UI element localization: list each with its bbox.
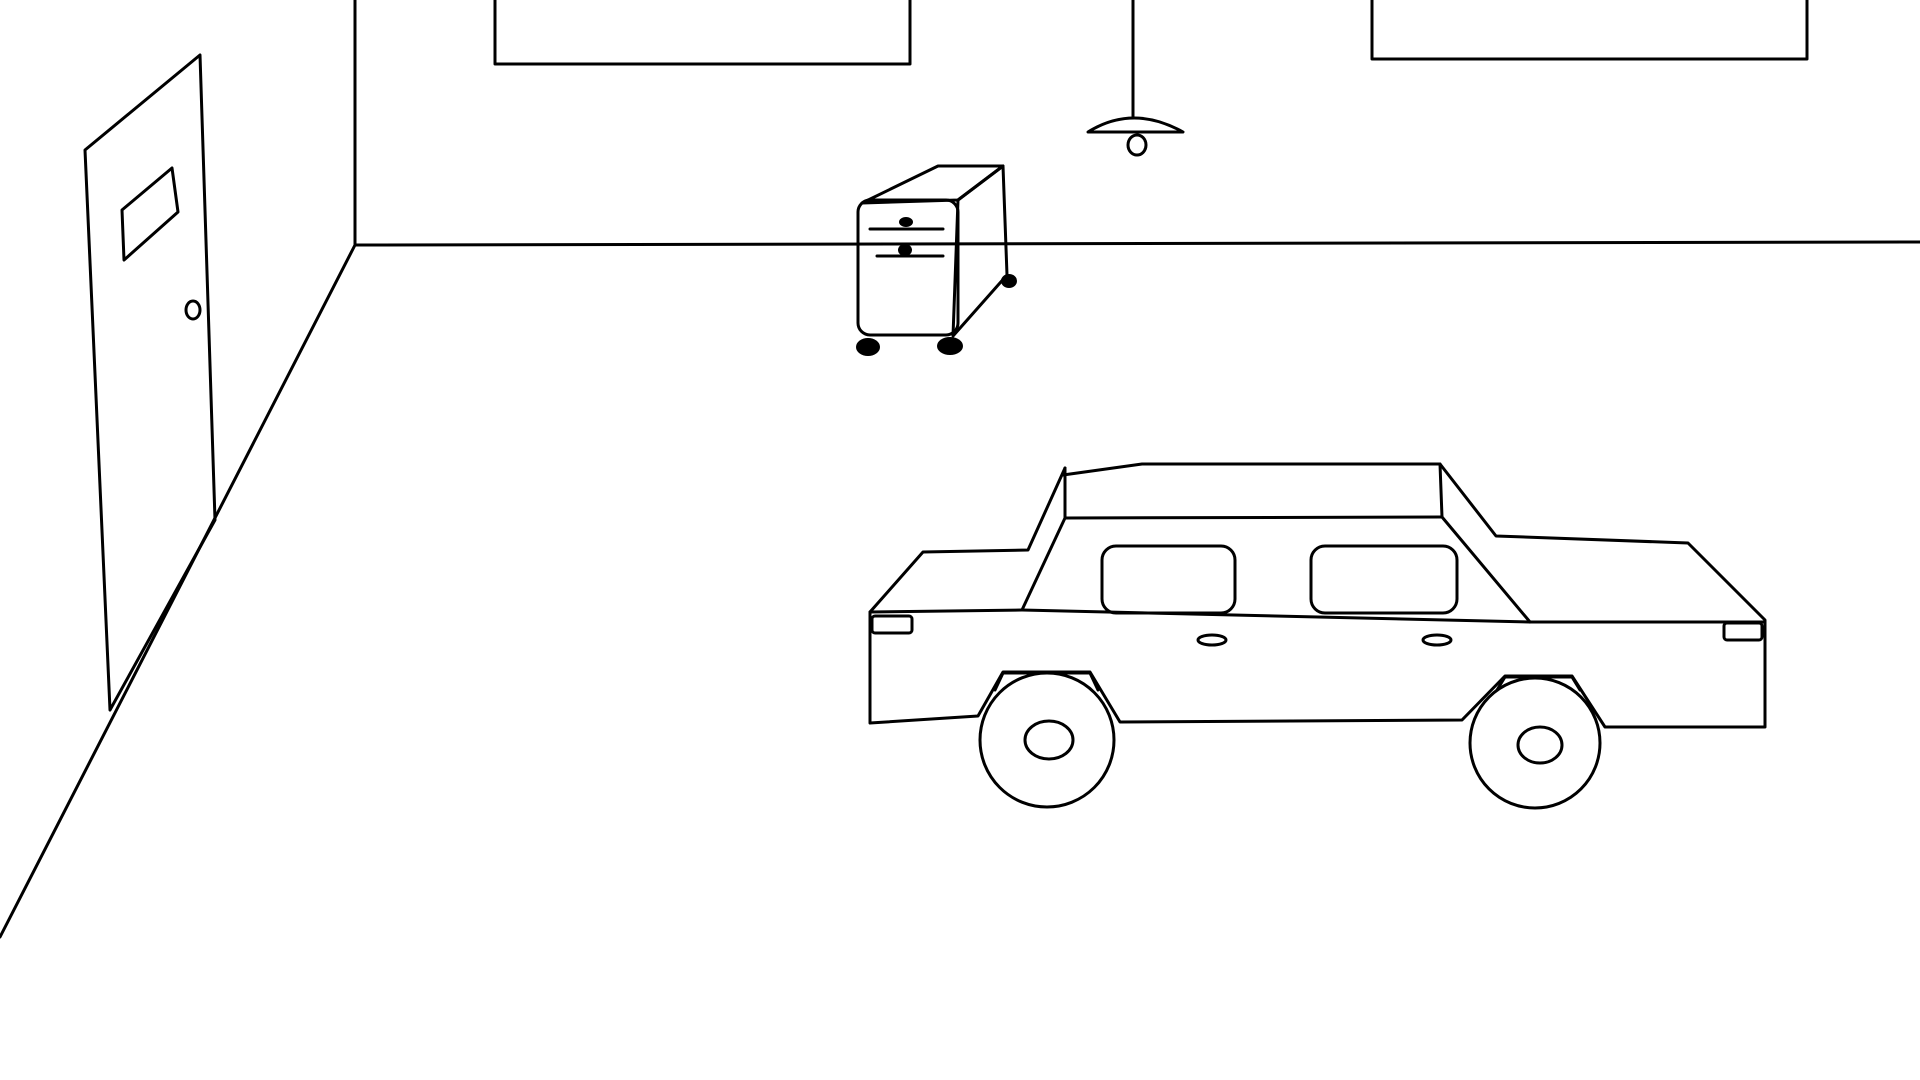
car-taillight	[1722, 621, 1764, 642]
ceiling-panel-right	[1370, 0, 1809, 61]
door-slab	[83, 53, 217, 712]
lamp-bulb	[1126, 133, 1148, 157]
door	[83, 53, 217, 712]
car-front-wheel	[978, 671, 1116, 809]
cabinet-caster-back	[1001, 274, 1017, 288]
cabinet-caster-front-right	[937, 337, 963, 355]
car-headlight	[870, 614, 914, 635]
door-window	[120, 166, 180, 262]
car-body-outline	[868, 462, 1767, 729]
cabinet-drawer-2-handle	[898, 244, 912, 256]
lamp-shade	[1086, 116, 1185, 134]
cabinet-side	[951, 164, 1009, 338]
ceiling-lamp	[1086, 0, 1185, 157]
car-door-top-line	[1020, 608, 1532, 624]
car-roof-rear-pillar	[1438, 462, 1444, 519]
door-knob	[184, 299, 202, 321]
cabinet-drawer-1-handle	[899, 217, 913, 227]
room-walls	[0, 0, 1920, 939]
cabinet-top	[860, 164, 1005, 205]
car-roof-lower-line	[1063, 515, 1444, 520]
car-rear-window-line	[1440, 515, 1532, 624]
car-hood-line	[868, 608, 1024, 614]
cabinet-front	[856, 198, 960, 337]
file-cabinet	[856, 164, 1017, 356]
cabinet-caster-front-left	[856, 338, 880, 356]
ceiling-panel-left	[493, 0, 912, 66]
car	[868, 462, 1767, 810]
back-wall-floor-line	[353, 240, 1920, 247]
car-rear-door-handle-icon	[1421, 633, 1453, 647]
car-windshield-line	[1020, 516, 1067, 612]
side-wall-floor-line	[0, 243, 357, 939]
car-front-door-handle-icon	[1196, 633, 1228, 647]
car-rear-wheel	[1468, 676, 1602, 810]
car-front-window	[1100, 544, 1237, 615]
car-rear-hubcap	[1516, 725, 1564, 765]
car-front-hubcap	[1023, 719, 1075, 761]
car-rear-window	[1309, 544, 1459, 615]
